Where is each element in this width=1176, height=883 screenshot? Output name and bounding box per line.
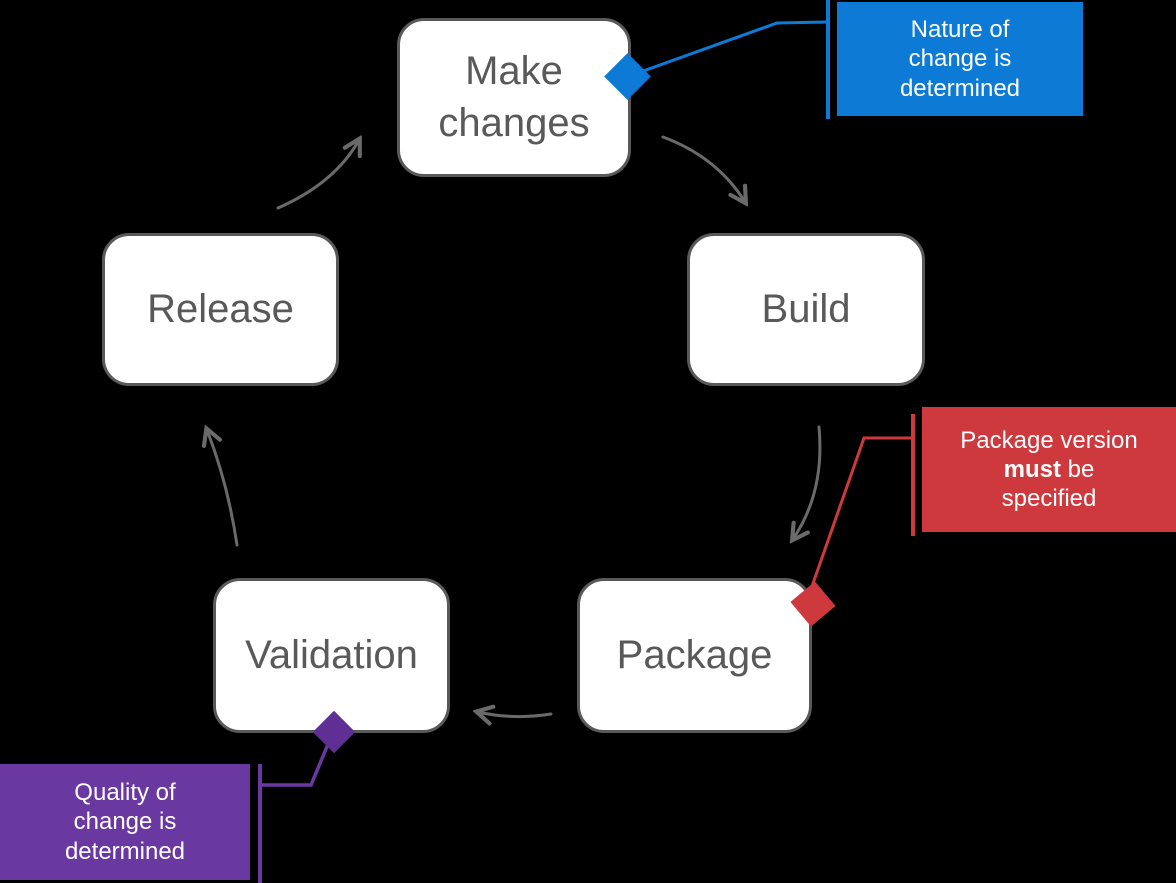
node-build-label: Build [761,286,851,331]
arrow-validation-to-release [207,430,239,547]
callout-line: Package version [960,426,1138,454]
node-validation: Validation [213,578,450,733]
callout-text: be [1060,455,1095,483]
callout-line: specified [1001,485,1097,513]
node-package: Package [577,578,812,733]
node-build: Build [687,233,925,386]
blue-accent-bar [826,0,830,119]
callout-line: change is [73,808,177,836]
purple-accent-bar [258,764,262,883]
callout-quality-of-change: Quality of change is determined [0,764,250,880]
callout-nature-of-change: Nature of change is determined [837,2,1083,116]
callout-package-version: Package version must be specified [922,407,1176,532]
callout-line: Quality of [74,779,176,807]
node-make-changes: Make changes [397,18,631,177]
node-package-label: Package [616,632,773,677]
node-validation-label: Validation [245,632,418,677]
leader-line-nature [634,20,828,76]
callout-bold-text: must [1003,455,1061,483]
node-make-changes-label: Make changes [438,49,590,145]
callout-line: Nature of [910,16,1010,44]
arrow-package-to-validation [478,712,553,717]
leader-line-package-version [808,436,912,593]
node-release: Release [102,233,339,386]
arrow-build-to-package [793,425,822,539]
callout-line: must be [1004,455,1095,484]
arrow-make-changes-to-build [661,135,745,202]
callout-line: change is [908,45,1012,73]
arrow-release-to-make-changes [276,140,359,210]
callout-line: determined [899,74,1021,102]
red-accent-bar [911,414,915,536]
callout-line: determined [64,837,186,865]
node-release-label: Release [147,286,294,331]
leader-line-quality [262,736,333,787]
